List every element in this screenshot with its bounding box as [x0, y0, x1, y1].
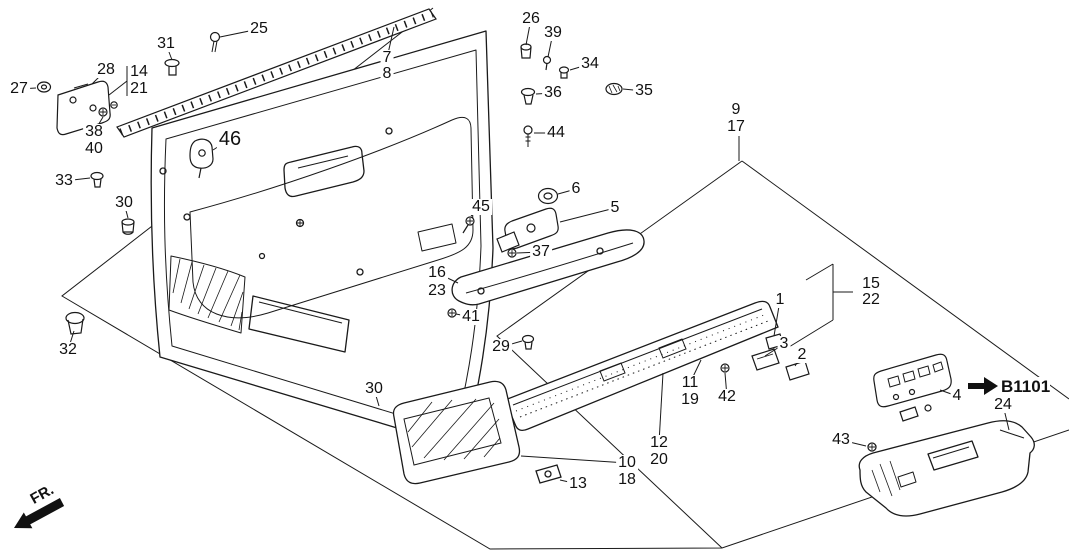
callout-16: 16	[426, 264, 448, 281]
callout-28: 28	[95, 61, 117, 78]
fr-arrow-icon	[14, 498, 65, 529]
callout-37: 37	[530, 243, 552, 260]
callout-10: 10	[616, 454, 638, 471]
callout-33: 33	[53, 172, 75, 189]
figure-reference-code: B1101	[1001, 377, 1051, 397]
callout-2: 2	[795, 346, 809, 363]
callout-9: 9	[729, 101, 743, 118]
callout-15: 15	[860, 275, 882, 292]
callout-12: 12	[648, 434, 670, 451]
speaker-grille-hatch	[172, 258, 244, 331]
callout-45: 45	[470, 198, 492, 215]
callout-24: 24	[992, 396, 1014, 413]
pocket-hatch	[407, 398, 501, 461]
callout-22: 22	[860, 291, 882, 308]
callout-13: 13	[567, 475, 589, 492]
callout-46: 46	[216, 128, 244, 150]
callout-30: 30	[363, 380, 385, 397]
callout-39: 39	[542, 24, 564, 41]
left-bracket-parts	[36, 58, 180, 335]
callout-14: 14	[128, 63, 150, 80]
callout-25: 25	[248, 20, 270, 37]
callout-44: 44	[545, 124, 567, 141]
callout-36: 36	[542, 84, 564, 101]
callout-32: 32	[57, 341, 79, 358]
callout-30: 30	[113, 194, 135, 211]
callout-11: 11	[679, 374, 701, 391]
callout-4: 4	[950, 387, 964, 404]
callout-41: 41	[460, 308, 482, 325]
callout-35: 35	[633, 82, 655, 99]
callout-7: 7	[380, 49, 394, 66]
callout-6: 6	[569, 180, 583, 197]
door-grip-parts	[447, 187, 559, 350]
callout-17: 17	[725, 118, 747, 135]
callout-34: 34	[579, 55, 601, 72]
callout-43: 43	[830, 431, 852, 448]
lower-trim-strip	[504, 300, 779, 431]
callout-31: 31	[155, 35, 177, 52]
door-switch-armrest	[858, 420, 1035, 517]
callout-42: 42	[716, 388, 738, 405]
callout-38: 38	[83, 123, 105, 140]
callout-group-brackets	[108, 66, 853, 348]
callout-19: 19	[679, 391, 701, 408]
clip-46	[189, 138, 214, 179]
callout-18: 18	[616, 471, 638, 488]
b1101-arrow-icon	[968, 377, 998, 395]
callout-40: 40	[83, 140, 105, 157]
callout-8: 8	[380, 65, 394, 82]
callout-27: 27	[8, 80, 30, 97]
callout-21: 21	[128, 80, 150, 97]
callout-3: 3	[777, 335, 791, 352]
callout-5: 5	[608, 199, 622, 216]
door-pocket	[392, 380, 562, 485]
callout-29: 29	[490, 338, 512, 355]
armrest-end-hatch	[871, 460, 901, 497]
callout-23: 23	[426, 282, 448, 299]
top-fasteners	[209, 31, 623, 147]
switch-blank-parts	[720, 333, 810, 381]
callout-1: 1	[773, 291, 787, 308]
window-molding-strip	[116, 8, 437, 138]
callout-26: 26	[520, 10, 542, 27]
callout-20: 20	[648, 451, 670, 468]
armrest	[451, 229, 645, 306]
